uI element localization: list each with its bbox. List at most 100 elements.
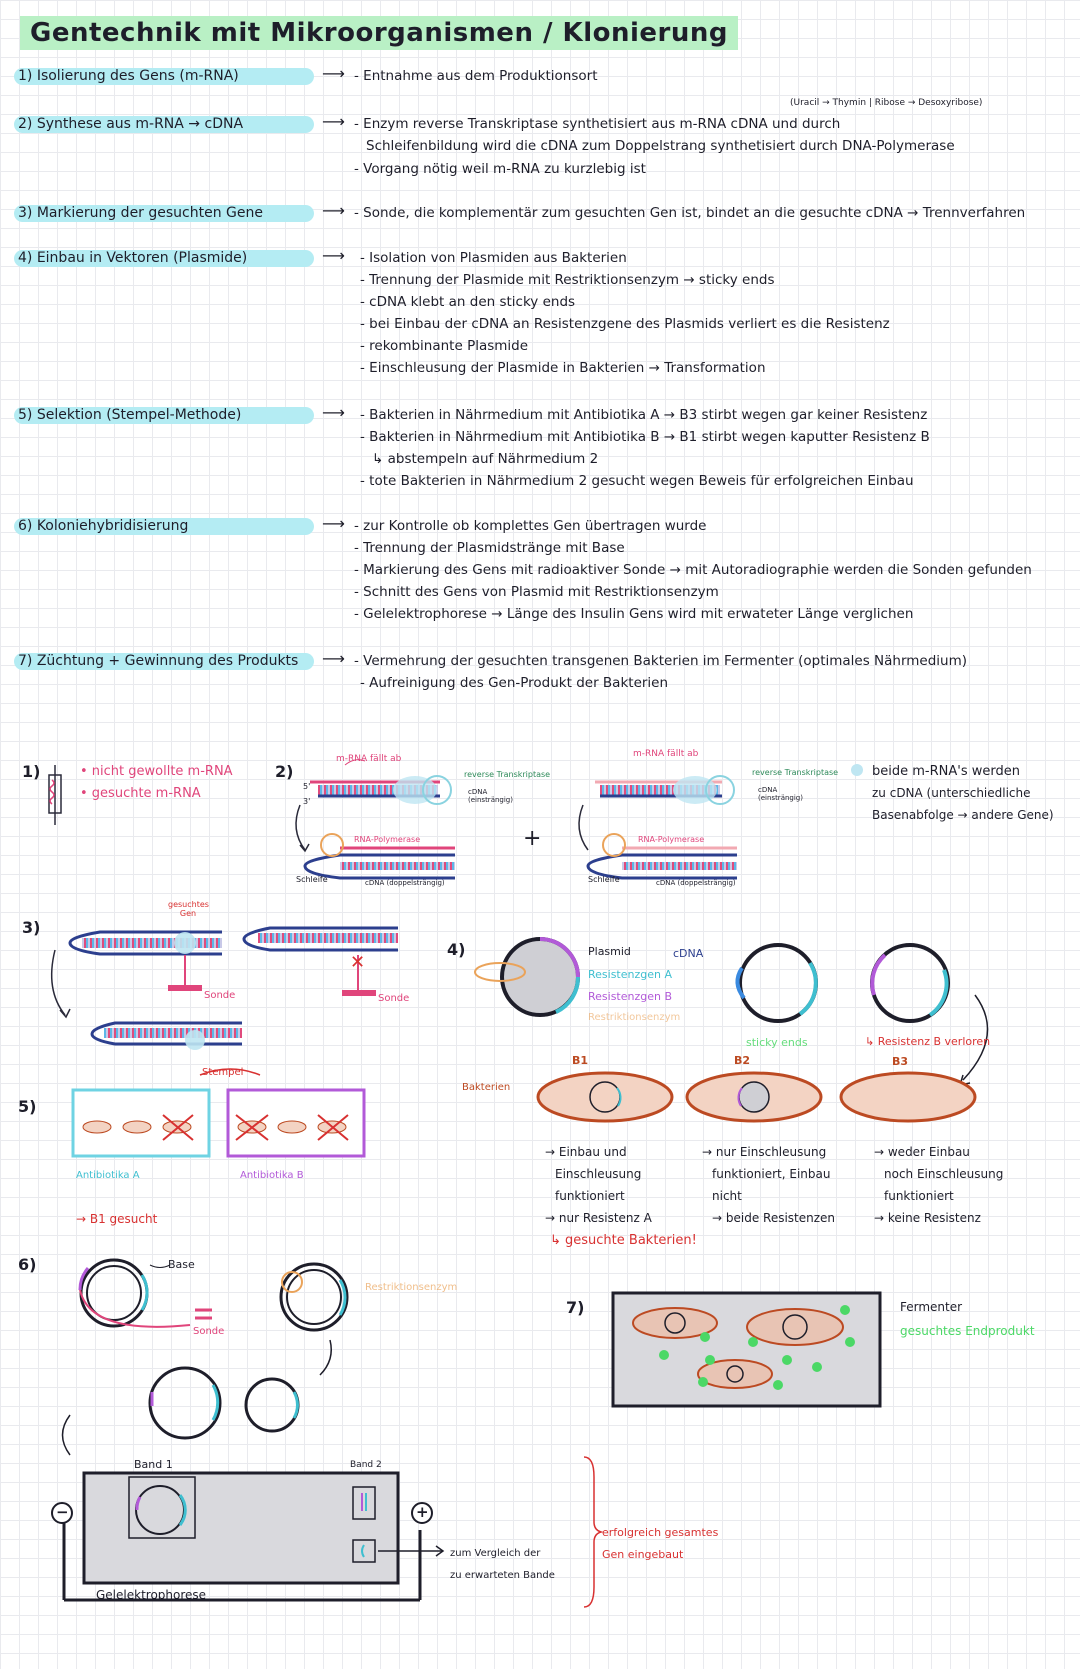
step-6-line-1: - zur Kontrolle ob komplettes Gen übertr… xyxy=(354,518,707,534)
arrow-icon: ⟶ xyxy=(322,403,345,422)
base-label: Base xyxy=(168,1258,195,1271)
step-4-line-3: - cDNA klebt an den sticky ends xyxy=(360,294,576,310)
step-2-line-2: Schleifenbildung wird die cDNA zum Doppe… xyxy=(366,138,955,154)
wanted-mrna-label: • gesuchte m-RNA xyxy=(80,786,201,801)
step-6-line-4: - Schnitt des Gens von Plasmid mit Restr… xyxy=(354,584,719,600)
b3-text-4: → keine Resistenz xyxy=(874,1211,981,1225)
cdna-label: cDNA xyxy=(673,947,704,960)
mrna-icon xyxy=(48,765,62,825)
step-3-label: 3) Markierung der gesuchten Gene xyxy=(14,205,314,222)
b3-text-1: → weder Einbau xyxy=(874,1145,970,1159)
b1-text-4: → nur Resistenz A xyxy=(545,1211,652,1225)
arrow-icon: ⟶ xyxy=(322,246,345,265)
searched-bacteria-label: ↳ gesuchte Bakterien! xyxy=(550,1233,697,1248)
fermenter-diagram xyxy=(611,1291,882,1408)
plus-electrode: + xyxy=(416,1503,429,1521)
probe-binding-diagram xyxy=(50,926,398,1050)
mrna-falls-off-label-2: m-RNA fällt ab xyxy=(633,749,699,759)
sticky-ends-label: sticky ends xyxy=(746,1036,808,1049)
rt-label-1: reverse Transkriptase xyxy=(464,770,551,779)
arrow-icon: ⟶ xyxy=(322,514,345,533)
step-6-line-5: - Gelelektrophorese → Länge des Insulin … xyxy=(354,606,914,622)
rt-label-2: reverse Transkriptase xyxy=(752,768,839,777)
end-3-label: 3' xyxy=(303,797,311,806)
resistance-gene-a-label: Resistenzgen A xyxy=(588,968,673,981)
probe-label-3: Sonde xyxy=(193,1326,225,1337)
gel-electrophoresis xyxy=(51,1456,604,1608)
step-2-line-1: - Enzym reverse Transkriptase synthetisi… xyxy=(354,116,841,132)
hairpin-diagram-1 xyxy=(295,759,455,880)
loop-label-2: Schleife xyxy=(588,875,620,884)
step-4-line-2: - Trennung der Plasmide mit Restriktions… xyxy=(360,272,775,288)
arrow-icon: ⟶ xyxy=(322,649,345,668)
diagram-7-number: 7) xyxy=(566,1298,585,1317)
b1-text-3: funktioniert xyxy=(555,1189,625,1203)
step-5-line-4: - tote Bakterien in Nährmedium 2 gesucht… xyxy=(360,473,914,489)
loop-label-1: Schleife xyxy=(296,875,328,884)
step-7-label: 7) Züchtung + Gewinnung des Produkts xyxy=(14,653,314,670)
page-title: Gentechnik mit Mikroorganismen / Klonier… xyxy=(20,16,738,50)
diagram-6-number: 6) xyxy=(18,1255,37,1274)
step-7-line-1: - Vermehrung der gesuchten transgenen Ba… xyxy=(354,653,968,669)
compare-label-1: zum Vergleich der xyxy=(450,1548,541,1559)
step-5-line-1: - Bakterien in Nährmedium mit Antibiotik… xyxy=(360,407,928,423)
step-2-label: 2) Synthese aus m-RNA → cDNA xyxy=(14,116,314,133)
b1-text-2: Einschleusung xyxy=(555,1167,642,1181)
step-5-label: 5) Selektion (Stempel-Methode) xyxy=(14,407,314,424)
arrow-icon: ⟶ xyxy=(322,201,345,220)
searched-gene-label: gesuchtes Gen xyxy=(168,900,209,918)
end-5-label: 5' xyxy=(303,782,311,791)
probe-label-1: Sonde xyxy=(204,990,236,1001)
rna-pol-label-2: RNA-Polymerase xyxy=(638,835,705,844)
minus-electrode: − xyxy=(56,1503,69,1521)
b2-label: B2 xyxy=(734,1054,751,1067)
band-2-label: Band 2 xyxy=(350,1460,382,1470)
step-1-label: 1) Isolierung des Gens (m-RNA) xyxy=(14,68,314,85)
diagram-3-number: 3) xyxy=(22,918,41,937)
b2-text-2: funktioniert, Einbau xyxy=(712,1167,831,1181)
antibiotic-a-label: Antibiotika A xyxy=(76,1170,140,1181)
resistance-lost-label: ↳ Resistenz B verloren xyxy=(865,1035,991,1048)
step-4-line-6: - Einschleusung der Plasmide in Bakterie… xyxy=(360,360,766,376)
plus-sign: + xyxy=(523,826,542,851)
b1-searched-label: → B1 gesucht xyxy=(76,1212,158,1226)
hairpin-note-line-2: zu cDNA (unterschiedliche xyxy=(872,786,1031,800)
b2-text-3: nicht xyxy=(712,1189,742,1203)
cdna-double-label-2: cDNA (doppelsträngig) xyxy=(656,879,736,887)
diagram-5-number: 5) xyxy=(18,1097,37,1116)
diagram-4-number: 4) xyxy=(447,940,466,959)
end-product-label: gesuchtes Endprodukt xyxy=(900,1324,1035,1338)
success-label-2: Gen eingebaut xyxy=(602,1548,684,1561)
step-4-line-5: - rekombinante Plasmide xyxy=(360,338,529,354)
unwanted-mrna-label: • nicht gewollte m-RNA xyxy=(80,764,233,779)
success-label-1: erfolgreich gesamtes xyxy=(602,1526,719,1539)
resistance-gene-b-label: Resistenzgen B xyxy=(588,990,673,1003)
step-6-line-2: - Trennung der Plasmidstränge mit Base xyxy=(354,540,625,556)
hybridization-diagram xyxy=(61,1258,349,1456)
b1-text-1: → Einbau und xyxy=(545,1145,627,1159)
step-4-line-4: - bei Einbau der cDNA an Resistenzgene d… xyxy=(360,316,890,332)
step-7-line-2: - Aufreinigung des Gen-Produkt der Bakte… xyxy=(360,675,669,691)
plasmid-label: Plasmid xyxy=(588,945,631,958)
fermenter-label: Fermenter xyxy=(900,1300,963,1314)
b3-text-3: funktioniert xyxy=(884,1189,954,1203)
hairpin-note-line-3: Basenabfolge → andere Gene) xyxy=(872,808,1054,822)
hairpin-note-line-1: beide m-RNA's werden xyxy=(872,764,1020,779)
step-2-line-3: - Vorgang nötig weil m-RNA zu kurzlebig … xyxy=(354,161,646,177)
arrow-icon: ⟶ xyxy=(322,112,345,131)
hairpin-diagram-2 xyxy=(578,764,863,880)
band-1-label: Band 1 xyxy=(134,1458,173,1471)
probe-label-2: Sonde xyxy=(378,993,410,1004)
plasmid-diagram xyxy=(474,937,989,1086)
step-5-line-3: ↳ abstempeln auf Nährmedium 2 xyxy=(372,451,599,467)
step-4-line-1: - Isolation von Plasmiden aus Bakterien xyxy=(360,250,627,266)
restriction-enzyme-label-2: Restriktionsenzym xyxy=(365,1282,458,1293)
step-6-label: 6) Koloniehybridisierung xyxy=(14,518,314,535)
step-6-line-3: - Markierung des Gens mit radioaktiver S… xyxy=(354,562,1032,578)
cdna-single-label-1: cDNA (einsträngig) xyxy=(468,788,513,804)
mrna-falls-off-label-1: m-RNA fällt ab xyxy=(336,754,402,764)
b2-text-1: → nur Einschleusung xyxy=(702,1145,827,1159)
diagram-1-number: 1) xyxy=(22,762,41,781)
rna-pol-label-1: RNA-Polymerase xyxy=(354,835,421,844)
